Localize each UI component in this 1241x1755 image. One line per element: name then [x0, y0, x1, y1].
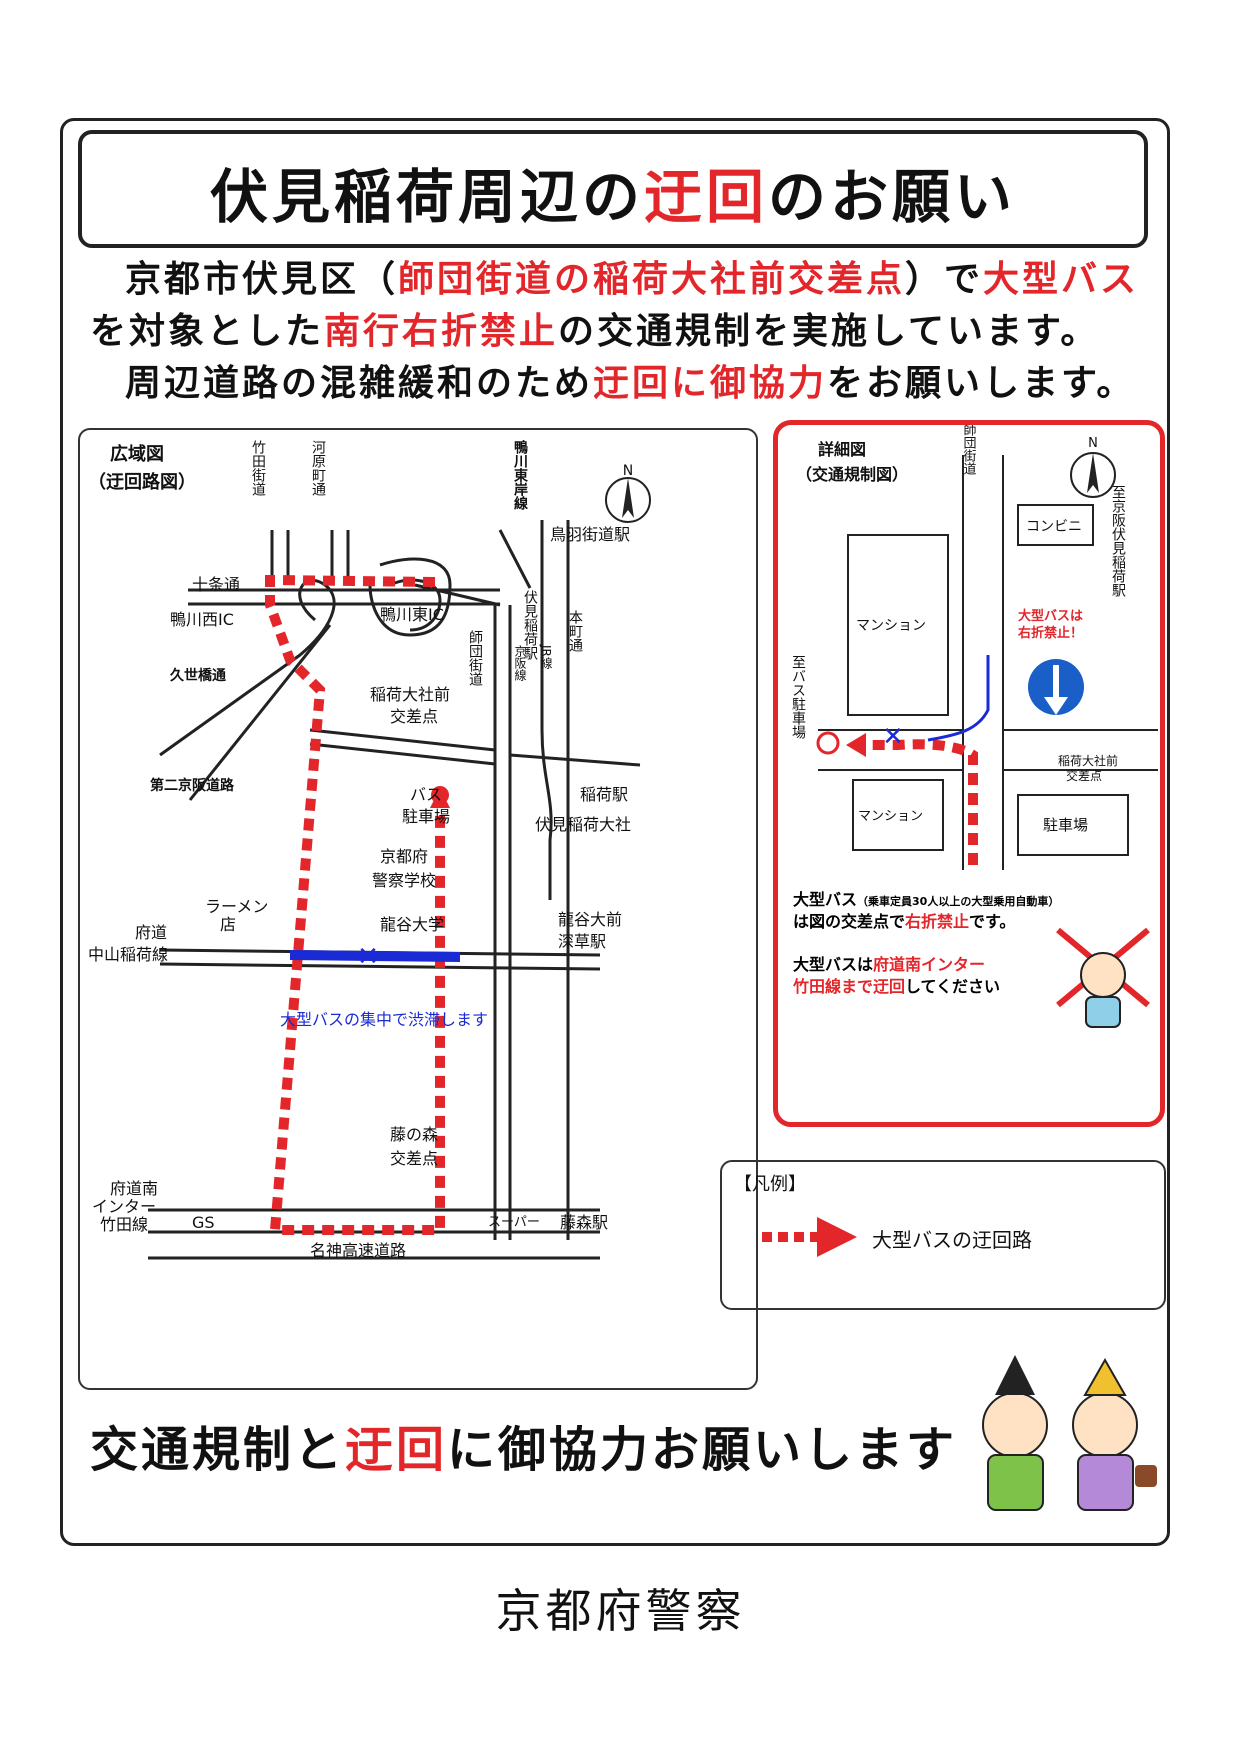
legend-label: 大型バスの迂回路 — [872, 1228, 1032, 1252]
intro-line-2: を対象とした南行右折禁止の交通規制を実施しています。 — [90, 311, 1100, 352]
page-title: 伏見稲荷周辺の迂回のお願い — [209, 163, 1017, 231]
label-jam: 大型バスの集中で渋滞します — [280, 1010, 488, 1029]
label-toba-station: 鳥羽街道駅 — [550, 525, 630, 544]
bus-note-1: 大型バス（乗車定員30人以上の大型乗用自動車） — [793, 890, 1059, 909]
north-label: N — [1088, 436, 1098, 451]
detour-note-2: 竹田線まで迂回してください — [792, 977, 1000, 996]
compass-icon — [605, 477, 651, 523]
label-fudo-minami-2: インター — [92, 1197, 156, 1216]
label-ramen-1: ラーメン — [205, 897, 268, 916]
label-conbini: コンビニ — [1026, 519, 1082, 535]
svg-text:✕: ✕ — [882, 722, 904, 752]
label-parking: 駐車場 — [1043, 816, 1088, 834]
label-kawaramachi: 河原町通 — [310, 440, 326, 497]
label-shidan: 師団街道 — [467, 630, 483, 687]
detail-map: ✕ 詳細図 （交通規制図） N コンビニ マンション 大型バスは 右折禁止！ 稲… — [773, 420, 1165, 1127]
mascot-icon — [1056, 927, 1150, 1028]
label-to-station: 至京阪伏見稲荷駅 — [1110, 485, 1126, 597]
label-bus-parking-1: バス — [410, 785, 442, 804]
label-jr-line: JR線 — [539, 644, 553, 669]
label-daini-keihan: 第二京阪道路 — [150, 777, 235, 794]
label-prefroad-1: 府道 — [135, 923, 167, 942]
label-detail-intersection-1: 稲荷大社前 — [1058, 753, 1118, 768]
north-label: N — [623, 463, 633, 479]
label-prefroad-2: 中山稲荷線 — [88, 945, 168, 964]
label-fudo-minami-3: 竹田線 — [100, 1215, 148, 1234]
detail-title: 詳細図 — [818, 440, 866, 459]
label-fudo-minami-1: 府道南 — [110, 1179, 158, 1198]
label-warn-2: 右折禁止！ — [1017, 625, 1083, 641]
label-kuze: 久世橋通 — [169, 667, 226, 684]
label-warn-1: 大型バスは — [1018, 608, 1083, 624]
label-detail-intersection-2: 交差点 — [1066, 768, 1102, 783]
label-intersection-2: 交差点 — [390, 707, 438, 726]
label-gs: GS — [192, 1213, 215, 1232]
label-meishin: 名神高速道路 — [310, 1241, 406, 1260]
legend-arrow-icon — [762, 1217, 857, 1257]
no-right-turn-sign — [1028, 659, 1084, 715]
label-ryukoku-station-1: 龍谷大前 — [558, 910, 622, 929]
label-intersection-1: 稲荷大社前 — [370, 685, 450, 704]
label-inari-station: 稲荷駅 — [580, 785, 628, 804]
legend: 【凡例】 大型バスの迂回路 — [720, 1160, 1166, 1310]
police-mascots-icon — [982, 1355, 1157, 1511]
label-super: スーパー — [488, 1215, 540, 1230]
label-ramen-2: 店 — [220, 915, 236, 934]
label-kamogawa-east-ic: 鴨川東IC — [380, 605, 444, 624]
label-detail-shidan: 師団街道 — [961, 425, 977, 475]
label-fujinomori-1: 藤の森 — [390, 1125, 438, 1144]
label-mansion: マンション — [856, 618, 926, 634]
label-fujinomori-2: 交差点 — [390, 1149, 438, 1168]
wide-title: 広域図 — [110, 443, 164, 465]
label-bus-parking-2: 駐車場 — [402, 807, 450, 826]
bus-note-2: は図の交差点で右折禁止です。 — [793, 912, 1015, 931]
label-fujinomori-station: 藤森駅 — [560, 1213, 608, 1232]
compass-icon — [1070, 452, 1116, 498]
svg-text:✕: ✕ — [357, 942, 379, 972]
label-kamogawa-higashi-line: 鴨川東岸線 — [512, 439, 529, 511]
intro-line-1: 京都市伏見区（師団街道の稲荷大社前交差点）で大型バス — [125, 259, 1140, 300]
legend-title: 【凡例】 — [734, 1174, 806, 1195]
wide-map-svg: ✕ 広域図 （迂回路図） 十条通 鴨川西IC 鴨川東IC 鳥羽街道駅 稲荷大社前… — [88, 439, 651, 1260]
wide-area-map: ✕ 広域図 （迂回路図） 十条通 鴨川西IC 鴨川東IC 鳥羽街道駅 稲荷大社前… — [78, 428, 758, 1390]
detail-map-svg: ✕ 詳細図 （交通規制図） N コンビニ マンション 大型バスは 右折禁止！ 稲… — [790, 423, 1158, 1028]
wide-subtitle: （迂回路図） — [88, 471, 196, 493]
label-to-parking: 至バス駐車場 — [790, 655, 806, 739]
label-fushimi-inari-station: 伏見稲荷駅 — [522, 590, 538, 660]
poster-frame — [60, 118, 1170, 1546]
label-taisha: 伏見稲荷大社 — [535, 815, 631, 834]
label-keihan-line: 京阪線 — [513, 645, 527, 681]
footer-org: 京都府警察 — [495, 1584, 746, 1638]
title-box — [78, 130, 1148, 248]
label-kamogawa-west-ic: 鴨川西IC — [170, 610, 234, 629]
label-police-school-2: 警察学校 — [372, 871, 436, 890]
label-ryukoku: 龍谷大学 — [380, 915, 444, 934]
label-takeda: 竹田街道 — [250, 440, 266, 497]
bottom-message: 交通規制と迂回に御協力お願いします — [90, 1422, 958, 1478]
label-police-school-1: 京都府 — [380, 847, 428, 866]
detail-subtitle: （交通規制図） — [796, 465, 908, 484]
label-mansion-2: マンション — [858, 809, 923, 824]
intro-line-3: 周辺道路の混雑緩和のため迂回に御協力をお願いします。 — [125, 363, 1136, 404]
detour-note-1: 大型バスは府道南インター — [793, 955, 985, 974]
label-ryukoku-station-2: 深草駅 — [558, 932, 606, 951]
label-honmachi: 本町通 — [567, 610, 583, 653]
label-jujo: 十条通 — [192, 575, 240, 594]
